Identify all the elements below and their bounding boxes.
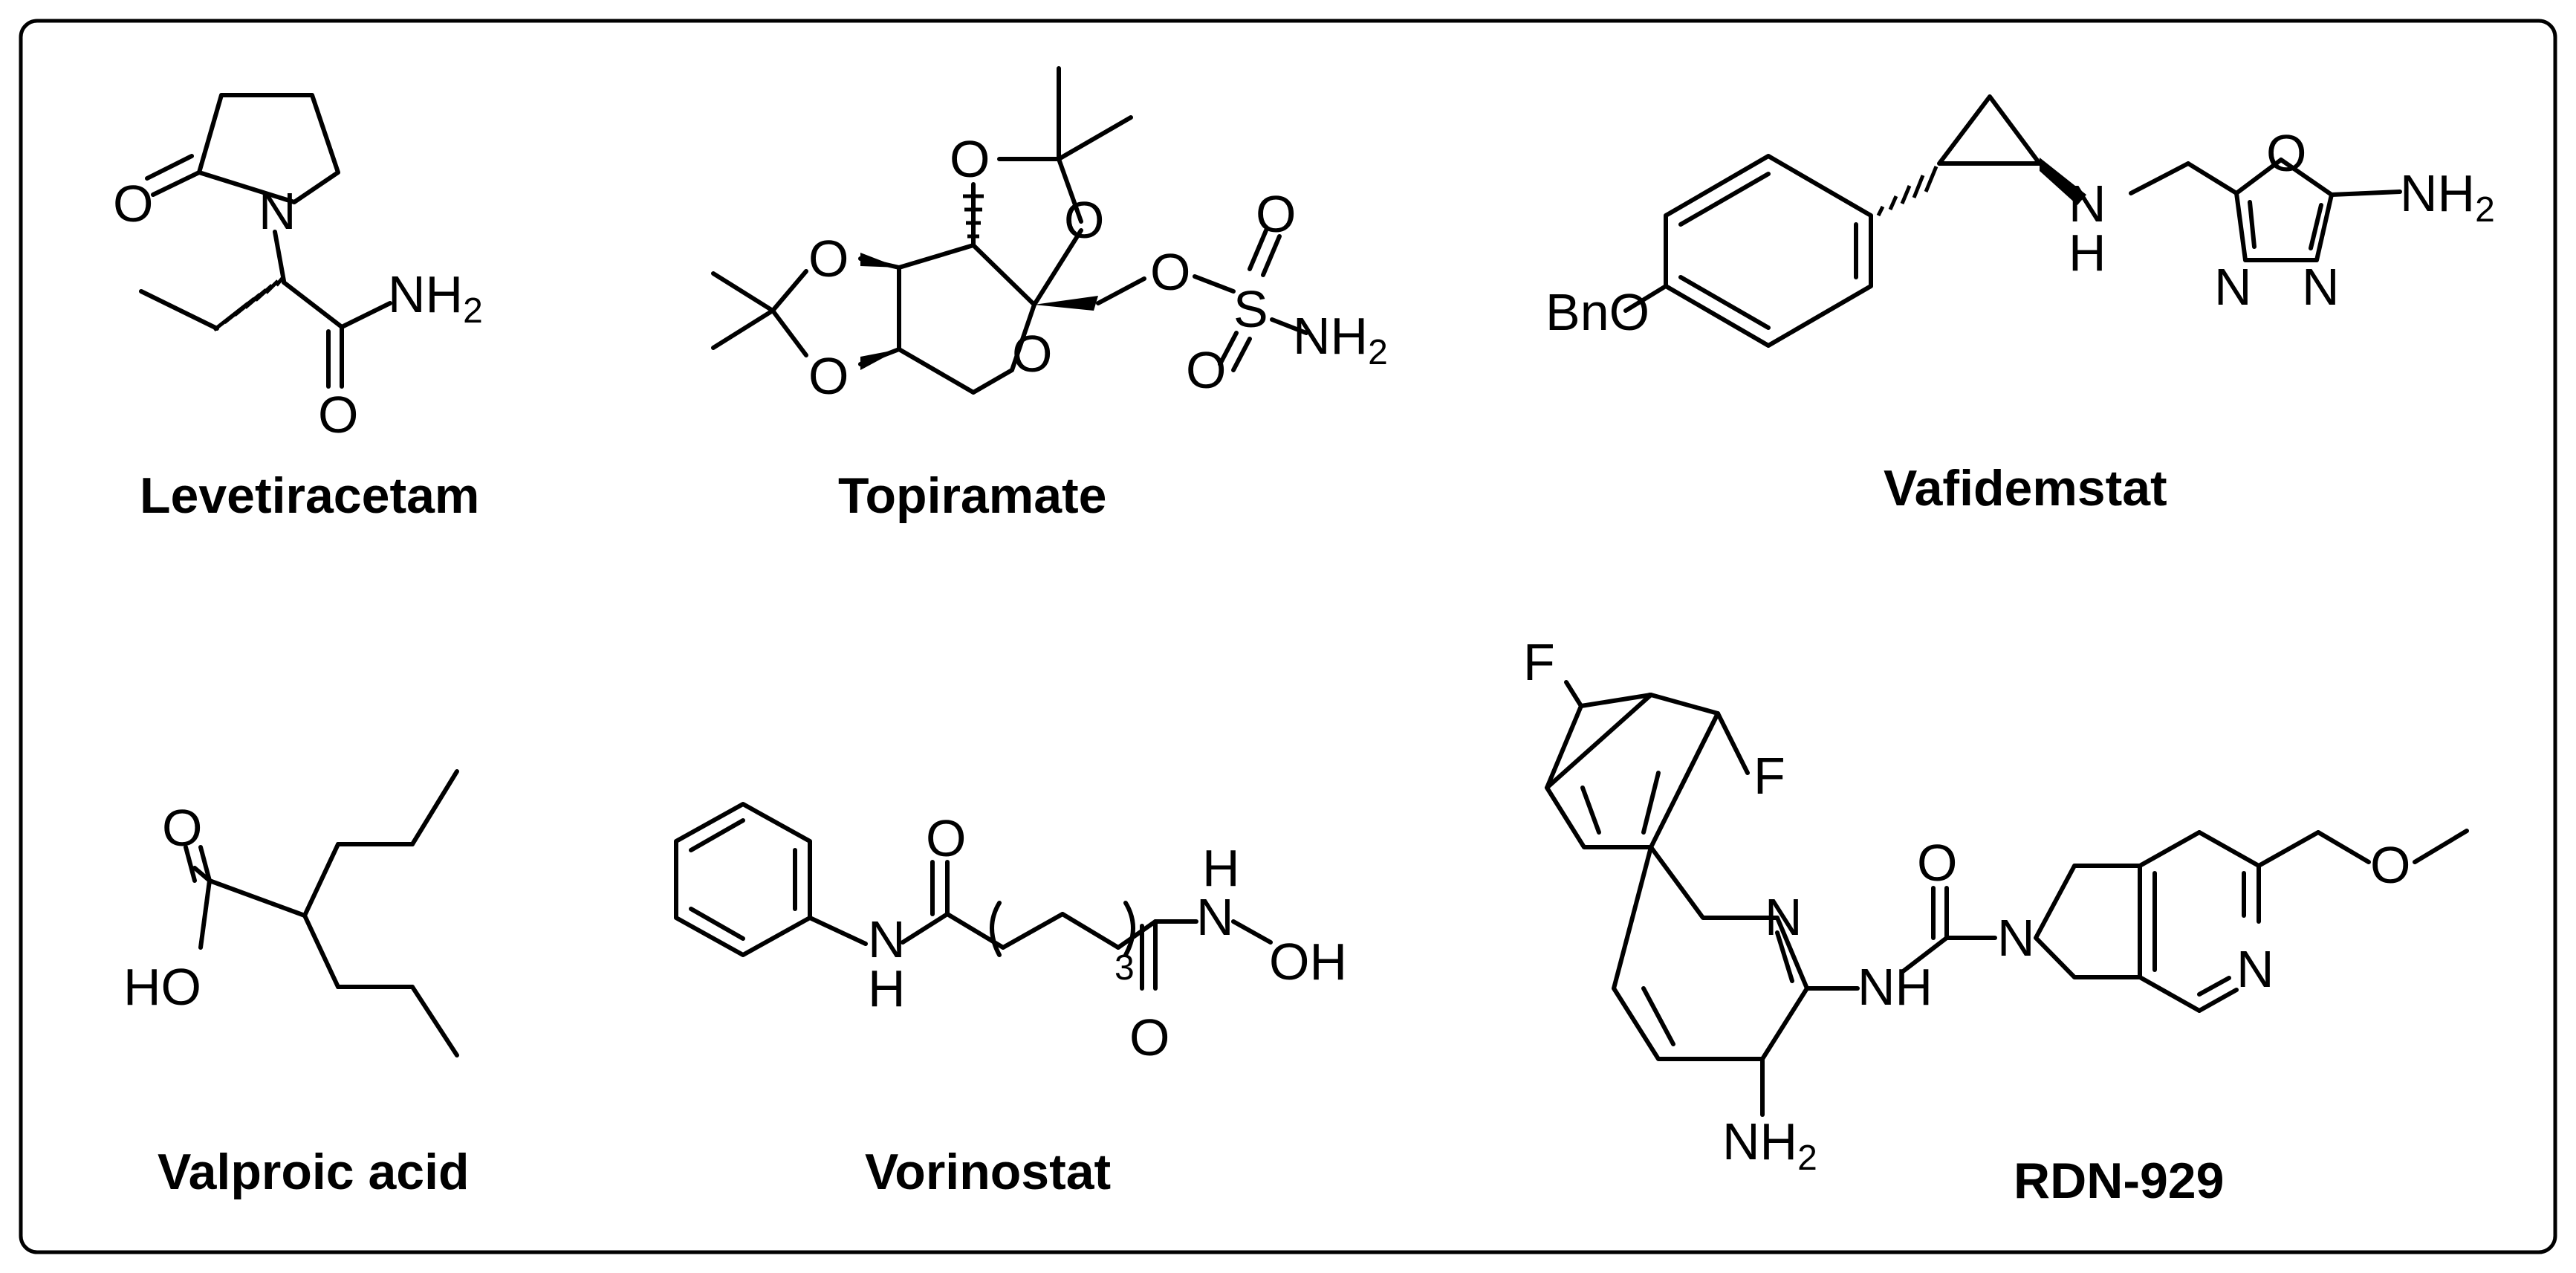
atom-h: H [1202,839,1240,897]
atom-n: N [2214,258,2252,316]
atom-o: O [1150,243,1190,301]
vafidemstat-structure: BnO N H O N N NH2 Vafidemstat [1545,94,2495,516]
amide-nh2: NH2 [388,265,483,331]
compound-name-valproic-acid: Valproic acid [158,1144,470,1200]
hydroxyl-label: OH [1269,933,1347,991]
atom-o: O [950,130,990,188]
atom-n: N [2236,940,2274,998]
fluoro-label: F [1523,633,1555,691]
compound-name-topiramate: Topiramate [838,467,1106,524]
rdn-929-structure: F F N NH O N N O NH2 RDN-929 [1523,633,2469,1209]
atom-h: H [2069,224,2106,282]
levetiracetam-structure: O N NH2 O Levetiracetam [113,93,483,524]
compound-name-vorinostat: Vorinostat [865,1144,1111,1200]
atom-o: O [808,230,849,288]
atom-o: O [2266,124,2306,182]
urea-nh: NH [1858,958,1933,1016]
amino-nh2: NH2 [2400,164,2495,230]
atom-n: N [1196,888,1234,946]
repeat-count: 3 [1115,948,1135,988]
compound-name-levetiracetam: Levetiracetam [140,467,479,524]
atom-o: O [1917,834,1957,892]
atom-n: N [1997,909,2035,967]
atom-o: O [162,799,202,857]
atom-o: O [808,347,849,405]
atom-o: O [1256,185,1296,243]
atom-s: S [1233,280,1268,338]
hydroxyl-label: HO [123,958,201,1016]
atom-o: O [2370,836,2410,894]
atom-o: O [1012,325,1052,383]
atom-n: N [868,910,906,968]
atom-o: O [318,386,358,444]
fluoro-label: F [1753,747,1785,805]
atom-o: O [1129,1008,1169,1066]
figure-frame [19,19,2557,1254]
atom-o: O [1064,191,1104,249]
valproic-acid-structure: O HO Valproic acid [123,769,470,1200]
topiramate-structure: O O O O O O S O O NH2 Topiramate [711,66,1388,524]
compound-name-rdn-929: RDN-929 [2014,1153,2224,1209]
atom-n: N [2302,258,2340,316]
atom-n: N [2069,175,2106,233]
atom-n: N [259,182,296,240]
compound-name-vafidemstat: Vafidemstat [1884,460,2167,516]
atom-h: H [868,959,906,1017]
benzyloxy-label: BnO [1545,283,1649,341]
atom-n: N [1765,888,1803,946]
vorinostat-structure: N H O 3 N H O OH Vorinostat [674,802,1347,1200]
amino-nh2: NH2 [1722,1112,1817,1178]
atom-o: O [926,809,966,867]
atom-o: O [1186,341,1226,399]
sulfamate-nh2: NH2 [1293,307,1388,372]
atom-o: O [113,175,153,233]
